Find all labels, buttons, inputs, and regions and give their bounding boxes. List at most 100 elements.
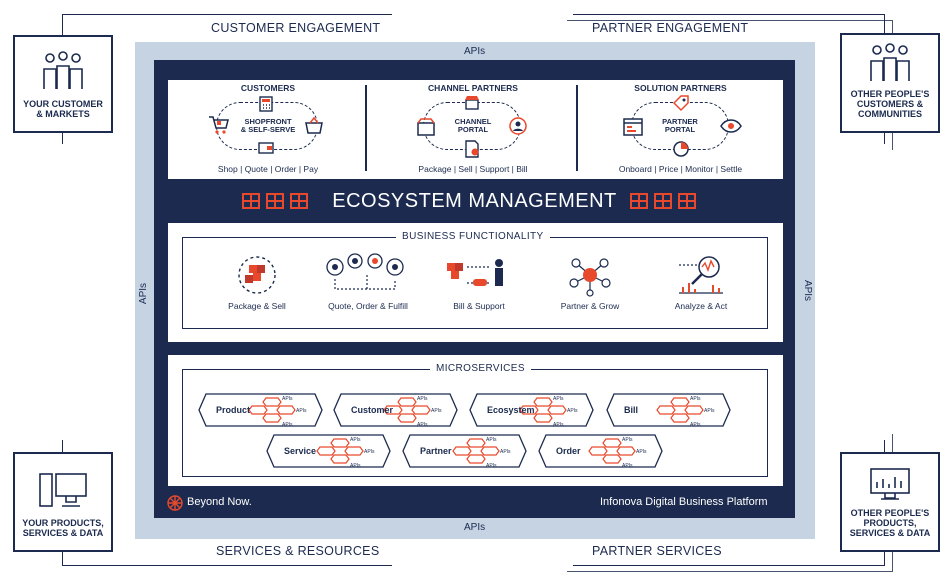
platform-name: Infonova Digital Business Platform [600, 496, 768, 508]
svg-text:APIs: APIs [622, 463, 633, 469]
svg-text:APIs: APIs [486, 463, 497, 469]
channel-partners-title: CHANNEL PARTNERS [428, 83, 518, 93]
beyond-now-logo-icon [167, 495, 183, 511]
grid-icon [266, 193, 284, 209]
computer-icon [39, 473, 87, 507]
grid-icon [630, 193, 648, 209]
svg-text:APIs: APIs [417, 396, 428, 402]
bf-package-sell: Package & Sell [202, 253, 312, 311]
bf-bill-support: Bill & Support [424, 253, 534, 311]
storefront-icon [465, 96, 479, 110]
svg-text:APIs: APIs [636, 449, 647, 455]
svg-text:APIs: APIs [417, 422, 428, 428]
svg-text:APIs: APIs [296, 408, 307, 414]
divider [365, 85, 367, 171]
microservice-label: Order [556, 446, 581, 456]
edge-partner-services: PARTNER SERVICES [586, 544, 728, 558]
bf-partner-grow: Partner & Grow [535, 253, 645, 311]
edge-customer-engagement: CUSTOMER ENGAGEMENT [205, 21, 387, 35]
eye-icon [720, 119, 742, 133]
ecosystem-title: ECOSYSTEM MANAGEMENT [332, 190, 617, 212]
customers-portal: SHOPFRONT & SELF-SERVE [240, 117, 296, 134]
box-icon [417, 118, 435, 136]
platform-inner: CUSTOMERS SHOPFRONT & SELF-SERVE Shop | … [154, 60, 795, 518]
svg-text:APIs: APIs [486, 437, 497, 443]
people-group-icon [43, 51, 83, 89]
grid-icon [290, 193, 308, 209]
microservice-label: Partner [420, 446, 452, 456]
corner-your-customers: YOUR CUSTOMER & MARKETS [13, 35, 113, 133]
solution-partners-title: SOLUTION PARTNERS [634, 83, 727, 93]
basket-icon [305, 116, 323, 134]
solution-actions: Onboard | Price | Monitor | Settle [618, 164, 743, 174]
microservice-label: Service [284, 446, 317, 456]
corner-other-products: OTHER PEOPLE'S PRODUCTS, SERVICES & DATA [840, 452, 940, 552]
cubes-person-icon [447, 259, 503, 286]
grid-icon [678, 193, 696, 209]
micro-title: MICROSERVICES [430, 363, 531, 374]
bf-analyze-act: Analyze & Act [646, 253, 756, 311]
svg-text:APIs: APIs [282, 422, 293, 428]
microservice-label: Product [216, 405, 251, 415]
corner-label: OTHER PEOPLE'S CUSTOMERS & COMMUNITIES [850, 89, 930, 119]
microservice-label: Bill [624, 405, 639, 415]
tag-icon [672, 95, 689, 112]
bf-label: Bill & Support [453, 301, 505, 311]
edge-services-resources: SERVICES & RESOURCES [210, 544, 386, 558]
pie-chart-icon [673, 141, 689, 157]
svg-text:APIs: APIs [622, 437, 633, 443]
channel-actions: Package | Sell | Support | Bill [418, 164, 528, 174]
bf-label: Partner & Grow [560, 301, 620, 311]
apis-left: APIs [138, 282, 150, 305]
svg-text:APIs: APIs [350, 437, 361, 443]
svg-text:APIs: APIs [553, 396, 564, 402]
magnifier-chart-icon [679, 256, 723, 294]
workflow-people-icon [326, 253, 404, 290]
business-panel: BUSINESS FUNCTIONALITY Package & Sell Qu… [168, 223, 783, 342]
brand-name: Beyond Now. [187, 496, 252, 508]
grid-icon [654, 193, 672, 209]
cubes-cycle-icon [238, 256, 276, 294]
corner-other-customers: OTHER PEOPLE'S CUSTOMERS & COMMUNITIES [840, 33, 940, 133]
engagement-panel: CUSTOMERS SHOPFRONT & SELF-SERVE Shop | … [168, 80, 783, 179]
network-hub-icon [569, 258, 611, 297]
divider [576, 85, 578, 171]
bf-quote-order: Quote, Order & Fulfill [313, 253, 423, 311]
grid-icon [242, 193, 260, 209]
corner-label: OTHER PEOPLE'S PRODUCTS, SERVICES & DATA [849, 508, 931, 538]
people-group-icon [870, 43, 910, 81]
svg-text:APIs: APIs [282, 396, 293, 402]
customers-actions: Shop | Quote | Order | Pay [217, 164, 319, 174]
corner-your-products: YOUR PRODUCTS, SERVICES & DATA [13, 452, 113, 552]
bf-label: Quote, Order & Fulfill [328, 301, 408, 311]
svg-text:APIs: APIs [567, 408, 578, 414]
svg-text:APIs: APIs [690, 396, 701, 402]
svg-text:APIs: APIs [431, 408, 442, 414]
svg-text:APIs: APIs [364, 449, 375, 455]
apis-right: APIs [802, 279, 814, 302]
microservice-label: Ecosystem [487, 405, 535, 415]
business-title: BUSINESS FUNCTIONALITY [396, 231, 550, 242]
bf-label: Analyze & Act [674, 301, 728, 311]
corner-label: YOUR PRODUCTS, SERVICES & DATA [22, 518, 104, 538]
partner-portal: PARTNER PORTAL [662, 117, 698, 134]
apis-bottom: APIs [464, 522, 486, 533]
invoice-icon [465, 140, 479, 158]
support-agent-icon [509, 117, 527, 135]
svg-text:APIs: APIs [553, 422, 564, 428]
corner-label: YOUR CUSTOMER & MARKETS [23, 99, 103, 119]
browser-window-icon [623, 118, 643, 136]
